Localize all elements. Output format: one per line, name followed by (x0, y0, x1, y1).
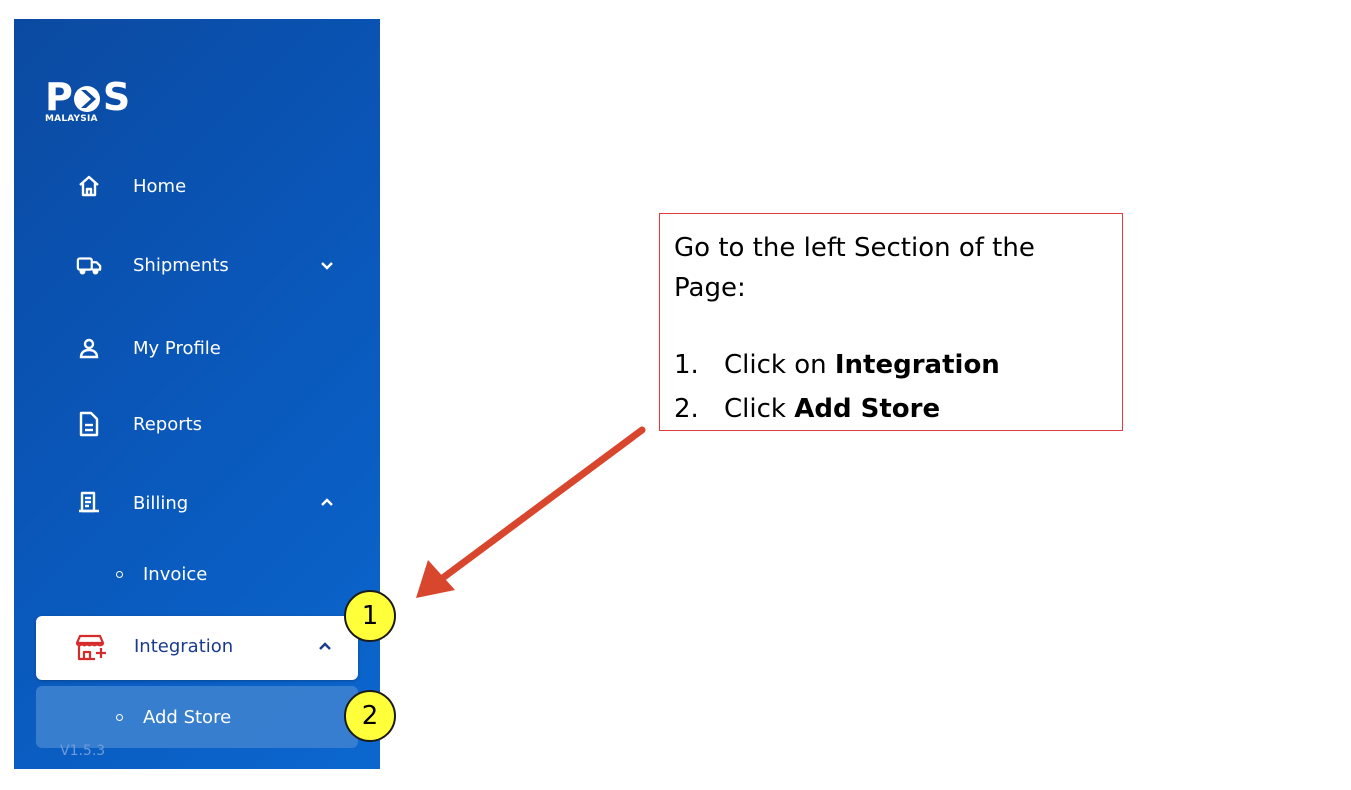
home-icon (76, 173, 102, 199)
pos-malaysia-logo[interactable]: P S MALAYSIA (45, 75, 130, 124)
receipt-icon (76, 490, 102, 516)
chevron-up-icon[interactable] (316, 638, 334, 656)
logo-wordmark: P S (45, 75, 130, 119)
store-icon (75, 633, 106, 666)
callout-step-2: 2. Click Add Store (674, 394, 1114, 424)
step-badge-2: 2 (344, 690, 396, 742)
sidebar-item-label: Invoice (143, 563, 208, 585)
sidebar-subitem-invoice[interactable]: Invoice (14, 556, 380, 592)
document-icon (76, 411, 102, 437)
sidebar-item-label: Integration (134, 636, 234, 657)
bullet-icon (116, 713, 123, 721)
bullet-icon (116, 570, 123, 578)
sidebar-item-shipments[interactable]: Shipments (14, 245, 380, 285)
sidebar-subitem-add-store[interactable] (36, 686, 358, 748)
truck-icon (76, 252, 102, 278)
sidebar-item-billing[interactable]: Billing (14, 483, 380, 523)
sidebar: P S MALAYSIA ☰ ⋮ Home Shipmen (14, 19, 380, 769)
step-text: Click on (724, 350, 835, 380)
sidebar-item-reports[interactable]: Reports (14, 404, 380, 444)
sidebar-item-label: Shipments (133, 254, 229, 276)
sidebar-item-home[interactable]: Home (14, 166, 380, 206)
chevron-up-icon[interactable] (318, 494, 336, 512)
sidebar-item-label: Billing (133, 492, 189, 514)
step-emphasis: Integration (834, 350, 1000, 380)
step-emphasis: Add Store (794, 394, 941, 424)
user-icon (76, 335, 102, 361)
sidebar-item-integration[interactable]: Integration (36, 616, 358, 680)
step-number: 1. (674, 350, 699, 380)
sidebar-item-label: Home (133, 175, 187, 197)
sidebar-item-label: Reports (133, 413, 203, 435)
logo-subtitle: MALAYSIA (45, 114, 98, 124)
step-badge-1: 1 (344, 590, 396, 642)
callout-intro: Go to the left Section of the Page: (674, 233, 1035, 303)
step-text: Click (724, 394, 795, 424)
sidebar-item-profile[interactable]: My Profile (14, 328, 380, 368)
add-store-row[interactable]: Add Store (14, 699, 380, 735)
sidebar-item-label: Add Store (143, 706, 232, 728)
logo-o-icon (72, 82, 102, 112)
version-label: V1.5.3 (60, 743, 106, 759)
sidebar-item-label: My Profile (133, 337, 221, 359)
instruction-callout: Go to the left Section of the Page: 1. Cl… (659, 213, 1123, 431)
callout-step-1: 1. Click on Integration (674, 350, 1114, 380)
step-number: 2. (674, 394, 699, 424)
chevron-down-icon[interactable] (318, 256, 336, 274)
